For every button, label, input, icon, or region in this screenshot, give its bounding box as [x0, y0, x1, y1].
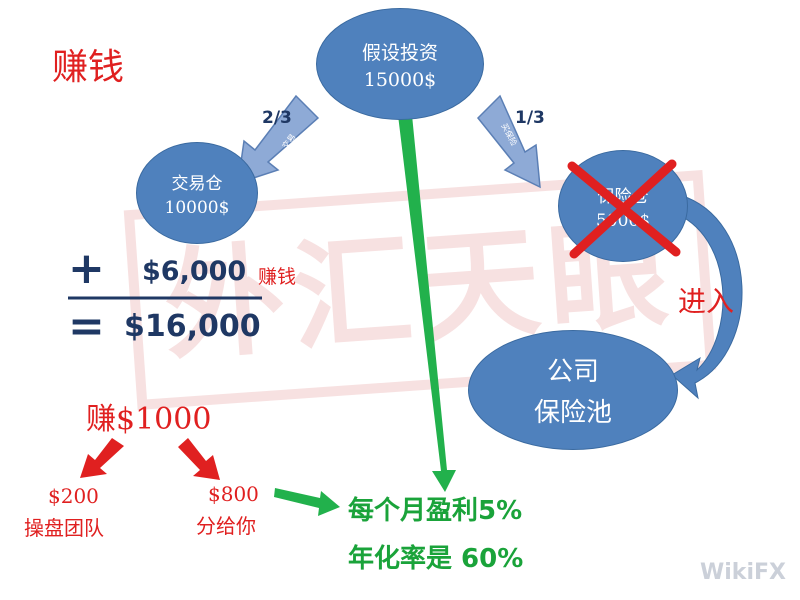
split-right-arrow — [476, 94, 541, 189]
trading-position-label: 交易仓 — [171, 173, 223, 194]
trading-position-amount: 10000$ — [164, 197, 230, 218]
enter-label: 进入 — [678, 285, 735, 318]
equals-sign: = — [68, 301, 105, 352]
profit-label: 赚钱 — [258, 266, 297, 288]
share-team-label: 操盘团队 — [24, 516, 104, 540]
investment-amount: 15000$ — [363, 68, 437, 91]
cross-out-icon — [567, 159, 681, 259]
total-amount: $16,000 — [124, 309, 261, 344]
share-you-amount: $800 — [208, 482, 259, 506]
red-arrow-right — [178, 438, 220, 480]
green-right-arrow — [274, 488, 340, 516]
share-you-label: 分给你 — [196, 514, 256, 538]
investment-label: 假设投资 — [361, 41, 438, 64]
share-team-amount: $200 — [48, 484, 99, 508]
trading-position-ellipse: 交易仓 10000$ — [136, 142, 258, 244]
insurance-pool-line2: 保险池 — [533, 398, 612, 428]
monthly-return: 每个月盈利5% — [348, 496, 523, 526]
split-left-fraction: 2/3 — [262, 108, 292, 128]
red-arrow-left — [80, 438, 124, 478]
earn-label: 赚$1000 — [86, 402, 212, 437]
split-right-fraction: 1/3 — [515, 108, 545, 128]
investment-ellipse: 假设投资 15000$ — [316, 8, 484, 120]
plus-sign: + — [68, 243, 105, 294]
profit-amount: $6,000 — [142, 256, 247, 287]
insurance-pool-ellipse: 公司 保险池 — [468, 330, 678, 450]
annual-return: 年化率是 60% — [348, 544, 524, 574]
enter-arrow — [671, 194, 743, 400]
insurance-pool-line1: 公司 — [546, 357, 599, 387]
page-title: 赚钱 — [52, 47, 125, 88]
green-down-arrow — [398, 115, 456, 492]
brand-watermark: WikiFX — [700, 560, 786, 585]
